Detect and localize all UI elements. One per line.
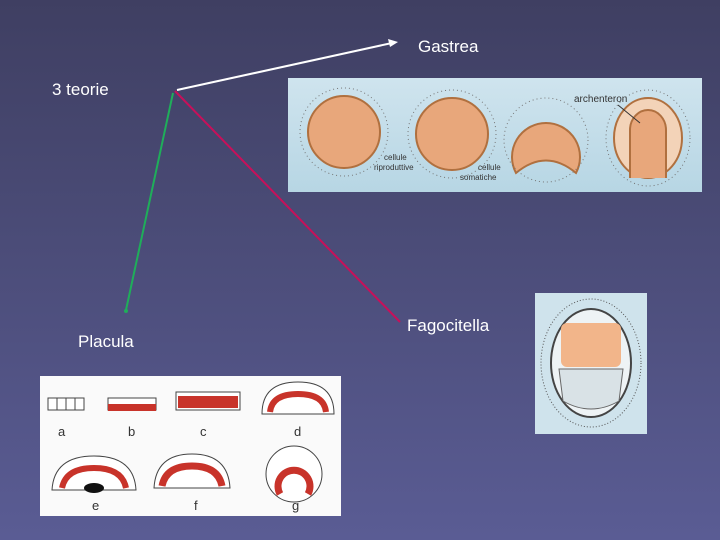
label-archenteron: archenteron [574, 94, 627, 105]
label-cellule-somatiche-2: somatiche [460, 173, 497, 182]
stage-label-b: b [128, 424, 135, 439]
stage-b-cells [108, 398, 156, 411]
stage-f-cells [154, 454, 230, 488]
stage-g-cells [266, 446, 322, 502]
arrow-to-placula [126, 93, 173, 310]
stage-label-a: a [58, 424, 66, 439]
fagocitella-cavity [561, 323, 621, 367]
stage-e-cells [52, 456, 136, 493]
arrowhead-gastrea [388, 39, 398, 47]
stage-c-cells [176, 392, 240, 410]
stage-a-cells [48, 398, 84, 410]
placula-figure: a b c d e f g [40, 376, 341, 516]
label-cellule-somatiche-1: cellule [478, 163, 501, 172]
arrow-end-placula [124, 309, 128, 313]
label-cellule-riproduttive-1: cellule [384, 153, 407, 162]
fagocitella-figure [535, 293, 647, 434]
stage-label-d: d [294, 424, 301, 439]
stage-d-cells [262, 382, 334, 414]
stage-label-g: g [292, 498, 299, 513]
embryo-invaginating [504, 98, 588, 182]
label-cellule-riproduttive-2: riproduttive [374, 163, 414, 172]
stage-label-e: e [92, 498, 99, 513]
stage-label-c: c [200, 424, 207, 439]
fagocitella-inner-cells [559, 369, 623, 409]
stage-label-f: f [194, 498, 198, 513]
gastrea-figure: archenteron cellule riproduttive cellule… [288, 78, 702, 192]
